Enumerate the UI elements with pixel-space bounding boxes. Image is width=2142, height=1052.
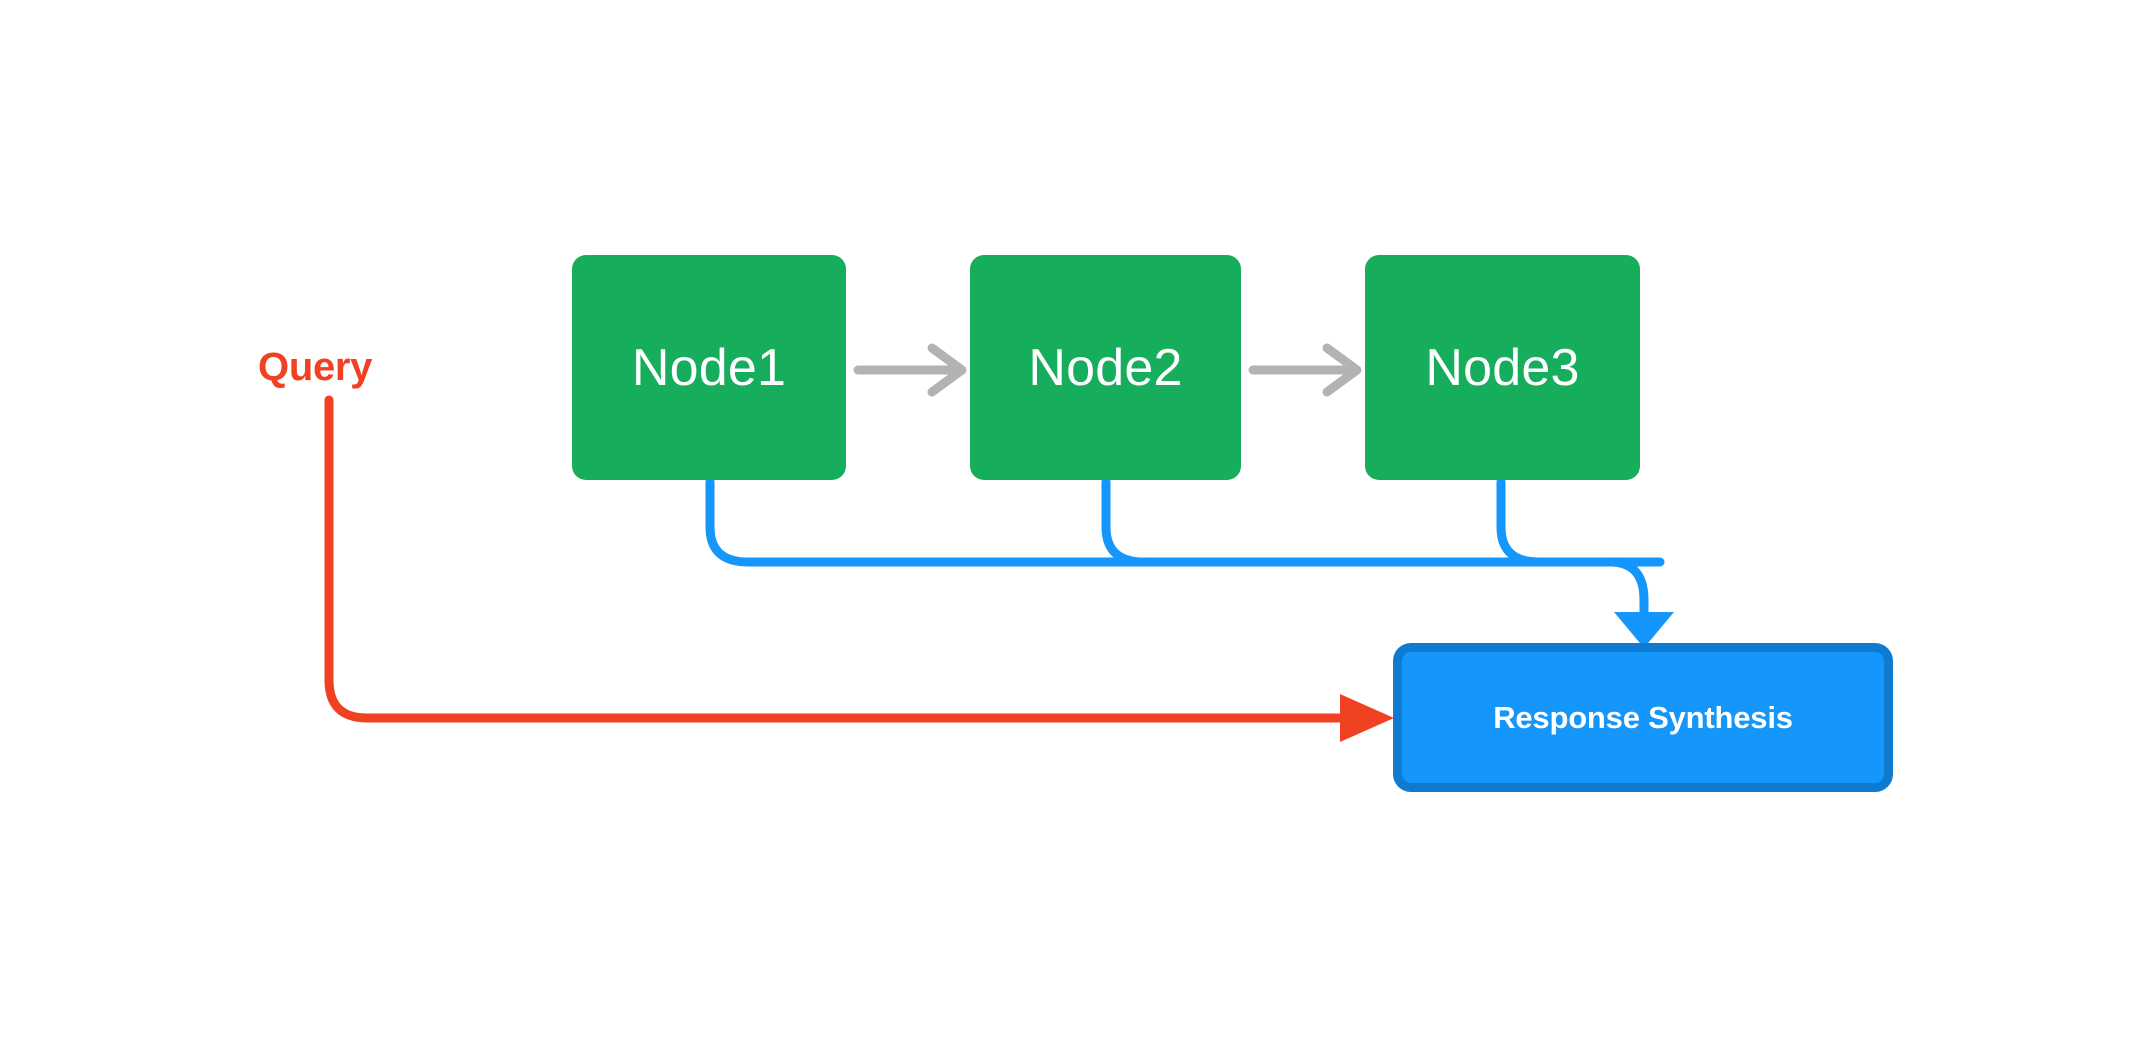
node-box-node3[interactable]: Node3	[1365, 255, 1640, 480]
edge-node1-to-sink	[705, 477, 1665, 567]
edge-node3-to-sink-turn	[1605, 557, 1649, 619]
edge-node2-to-sink	[1101, 477, 1149, 567]
node-label-response-synthesis: Response Synthesis	[1493, 699, 1793, 735]
edge-node2-to-node3	[1248, 343, 1362, 397]
edge-node1-to-node2	[853, 343, 967, 397]
node-label-node3: Node3	[1425, 338, 1580, 397]
edge-node3-to-sink-drop	[1496, 477, 1544, 567]
edge-node2-to-node3-head	[1322, 343, 1362, 397]
query-label: Query	[258, 345, 373, 389]
edge-query-to-sink-arrowhead	[1340, 694, 1394, 742]
node-box-node1[interactable]: Node1	[572, 255, 846, 480]
edge-node1-to-node2-head	[927, 343, 967, 397]
node-box-response-synthesis[interactable]: Response Synthesis	[1393, 643, 1893, 792]
node-label-node1: Node1	[631, 338, 787, 397]
edge-node3-to-sink	[1496, 477, 1674, 648]
node-label-node2: Node2	[1028, 338, 1183, 397]
node-box-node2[interactable]: Node2	[970, 255, 1241, 480]
